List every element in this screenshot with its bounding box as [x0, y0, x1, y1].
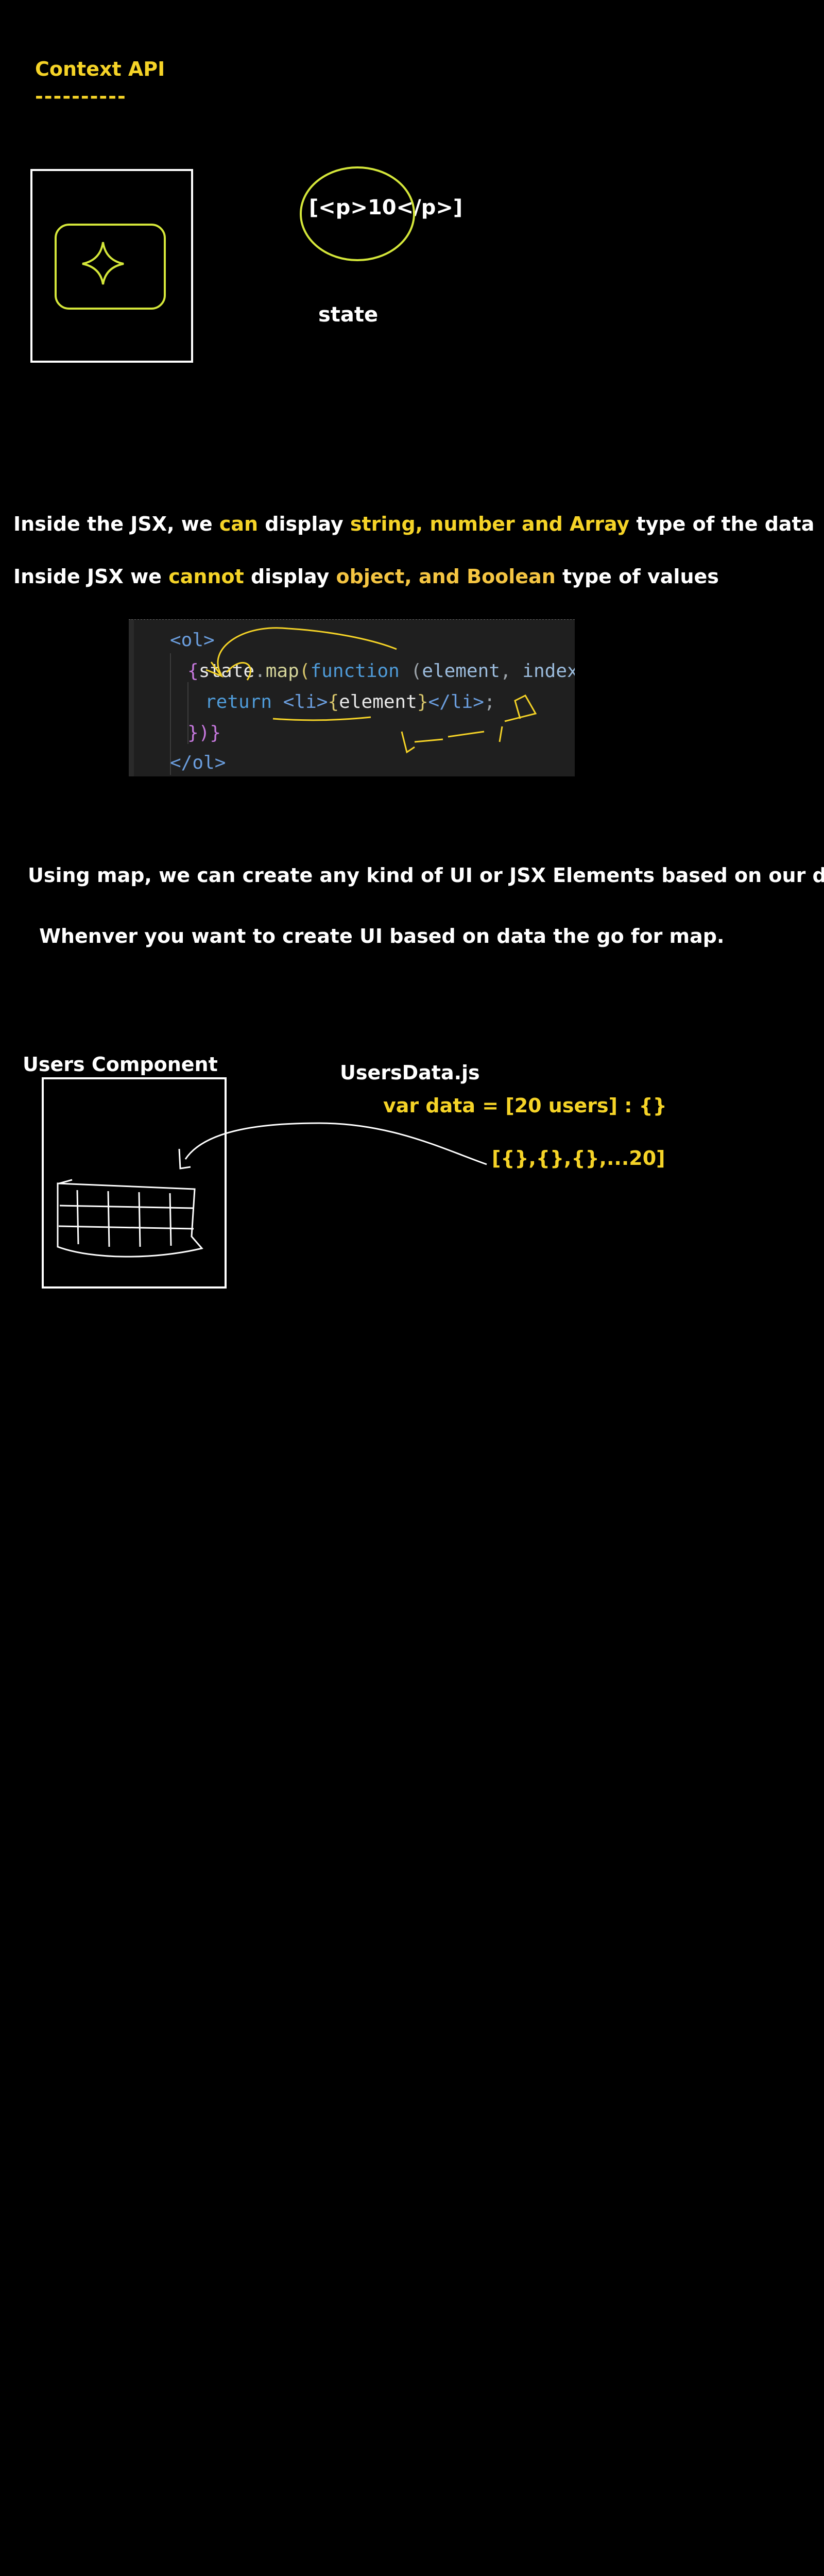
arg-element: element	[422, 660, 500, 682]
indent-guide	[170, 653, 171, 775]
brace-open: {	[187, 660, 199, 682]
cannot-keyword: cannot	[168, 565, 244, 588]
space	[272, 691, 283, 713]
arg-index: index	[522, 660, 575, 682]
users-data-file-label: UsersData.js	[340, 1061, 480, 1084]
li-close-tag: </li>	[428, 691, 484, 713]
can-text-a: Inside the JSX, we	[13, 513, 219, 535]
array-line: [{},{},{},...20]	[492, 1147, 665, 1170]
table-rows	[58, 1205, 194, 1230]
paren-open-2: (	[399, 660, 422, 682]
title-underline: ----------	[35, 85, 127, 108]
ol-close-tag: </ol>	[170, 752, 226, 773]
cannot-text-a: Inside JSX we	[13, 565, 169, 588]
jsx-can-display-line: Inside the JSX, we can display string, n…	[13, 513, 814, 535]
return-keyword: return	[205, 691, 272, 713]
state-var: state	[198, 660, 255, 682]
cannot-text-c: display	[244, 565, 336, 588]
map-fn: map	[265, 660, 299, 682]
cannot-types: object, and Boolean	[336, 565, 556, 588]
semicolon: ;	[484, 691, 495, 713]
map-usage-line: Whenver you want to create UI based on d…	[39, 925, 725, 947]
bubble-text: [<p>10</p>]	[309, 196, 463, 219]
inner-rounded-box	[55, 224, 166, 310]
table-sketch	[57, 1182, 203, 1258]
code-line-ol-open: <ol>	[170, 630, 215, 651]
indent-guide-2	[187, 682, 188, 744]
function-keyword: function	[310, 660, 400, 682]
data-flow-arrow	[184, 1122, 487, 1165]
paren-open: (	[299, 660, 311, 682]
code-line-return: return <li>{element}</li>;	[205, 691, 495, 713]
code-line-map: {state.map(function (element, index) {	[187, 660, 575, 682]
jsx-cannot-display-line: Inside JSX we cannot display object, and…	[13, 565, 719, 588]
clipped-line	[129, 619, 575, 620]
component-box	[30, 169, 193, 363]
table-columns	[76, 1190, 172, 1247]
dot: .	[254, 660, 266, 682]
table-corner	[59, 1179, 73, 1184]
brace-open-3: {	[328, 691, 339, 713]
comma: ,	[500, 660, 523, 682]
cannot-text-e: type of values	[555, 565, 719, 588]
state-label: state	[318, 303, 379, 327]
context-api-title: Context API	[35, 58, 165, 80]
brace-close-3: }	[417, 691, 428, 713]
code-gutter	[129, 619, 134, 776]
can-text-c: display	[258, 513, 350, 535]
sparkle-icon	[82, 242, 124, 285]
map-explanation-line: Using map, we can create any kind of UI …	[28, 864, 824, 887]
code-line-ol-close: </ol>	[170, 752, 226, 773]
li-open-tag: <li>	[283, 691, 328, 713]
can-keyword: can	[219, 513, 259, 535]
can-types: string, number and Array	[350, 513, 630, 535]
arrow-head	[178, 1148, 191, 1170]
data-code-line: var data = [20 users] : {}	[383, 1094, 667, 1117]
code-snippet: <ol> {state.map(function (element, index…	[129, 619, 575, 776]
users-component-box	[42, 1077, 227, 1289]
element-var: element	[339, 691, 417, 713]
ol-open-tag: <ol>	[170, 630, 215, 651]
can-text-e: type of the data	[629, 513, 815, 535]
code-line-close: })}	[187, 722, 221, 743]
users-component-label: Users Component	[23, 1053, 218, 1076]
